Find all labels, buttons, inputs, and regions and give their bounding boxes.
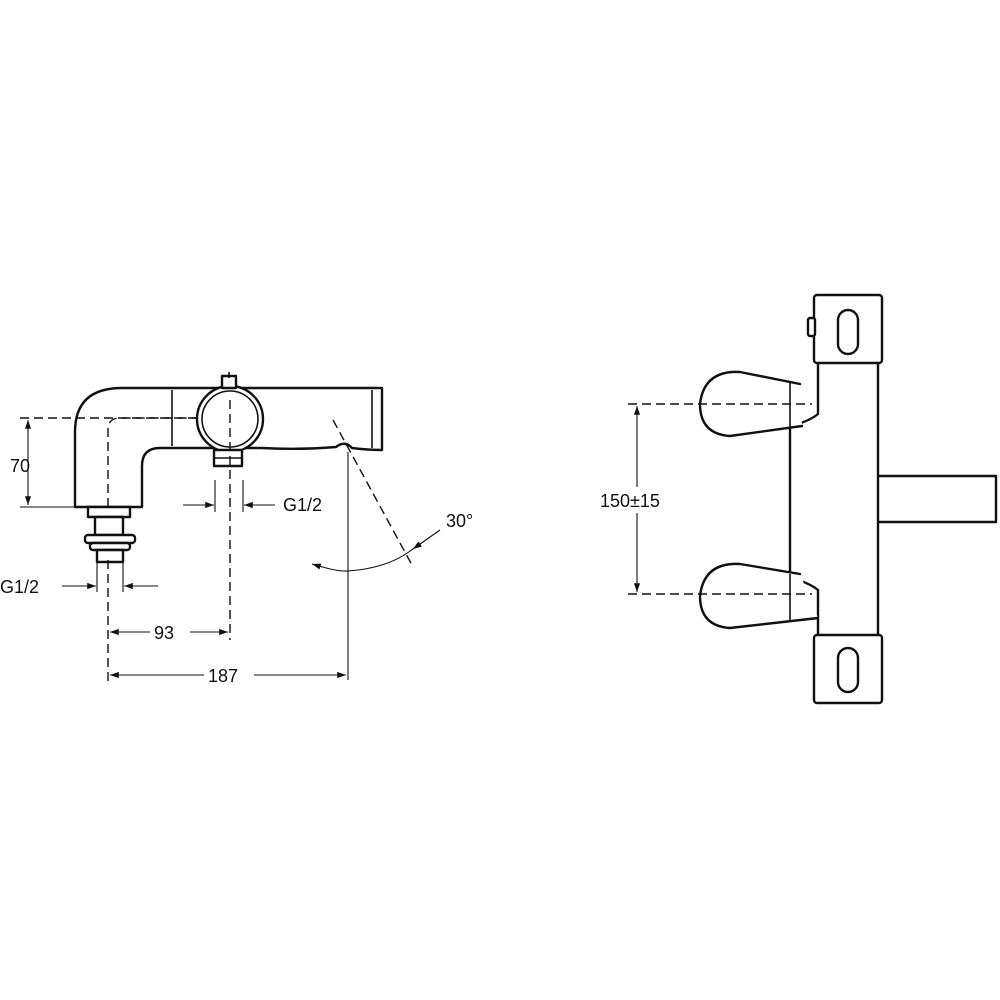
length-dim-label: 187	[208, 666, 238, 686]
inlet-thread-label: G1/2	[0, 577, 39, 597]
base-thread	[95, 548, 125, 564]
bottom-cap-slot	[836, 646, 860, 694]
spacing-dim-label: 93	[154, 623, 174, 643]
angle-dim-label: 30°	[446, 511, 473, 531]
elbow-centerline	[107, 417, 200, 507]
angle-arc-arrow	[412, 529, 441, 550]
length-label-bg	[204, 661, 254, 687]
top-cap-button	[806, 316, 817, 338]
height-dim-label: 70	[10, 456, 30, 476]
spacing-label-bg	[150, 618, 190, 644]
side-view: 70 G1/2 G1/2 93 187 30°	[0, 372, 473, 687]
lower-inlet-lobe	[698, 562, 820, 630]
outlet-thread-label: G1/2	[283, 495, 322, 515]
front-view: 150±15	[598, 293, 998, 705]
angle-arc	[311, 547, 415, 572]
centers-dim-label: 150±15	[600, 491, 660, 511]
base-flange	[86, 505, 132, 519]
outlet-pipe	[868, 474, 998, 524]
base-body	[93, 515, 125, 537]
centers-label-bg	[598, 487, 682, 513]
top-cap-slot	[836, 308, 860, 356]
